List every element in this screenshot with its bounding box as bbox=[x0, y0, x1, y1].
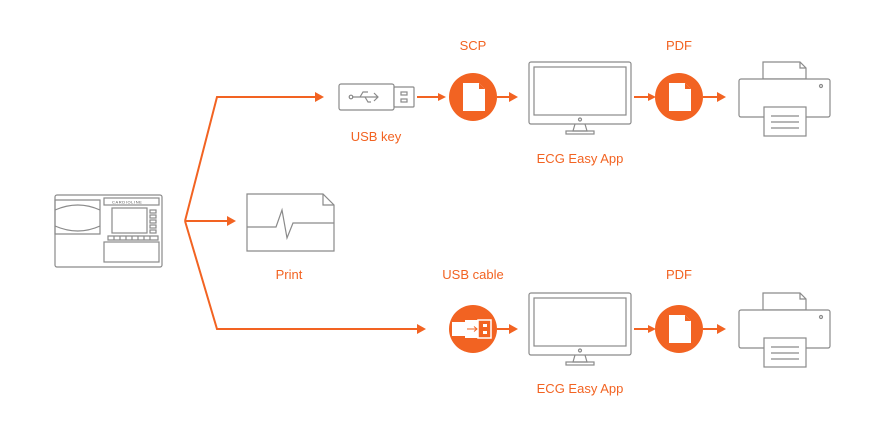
printer-icon bbox=[738, 61, 831, 137]
pdf-label-bottom: PDF bbox=[666, 267, 692, 282]
ecg-printout-icon bbox=[246, 193, 335, 252]
app-label-top: ECG Easy App bbox=[537, 151, 624, 166]
ecg-device-icon: CARDIOLINE bbox=[54, 194, 163, 268]
scp-label: SCP bbox=[460, 38, 487, 53]
app-label-bottom: ECG Easy App bbox=[537, 381, 624, 396]
pdf-label-top: PDF bbox=[666, 38, 692, 53]
monitor-icon bbox=[528, 61, 632, 135]
file-icon bbox=[449, 73, 497, 121]
file-icon bbox=[655, 305, 703, 353]
branch-arrows bbox=[184, 92, 426, 334]
usb-key-icon bbox=[338, 83, 415, 111]
usb-cable-label: USB cable bbox=[442, 267, 503, 282]
print-label: Print bbox=[276, 267, 303, 282]
usb-cable-icon bbox=[449, 305, 497, 353]
device-brand: CARDIOLINE bbox=[112, 200, 142, 205]
printer-icon bbox=[738, 292, 831, 368]
usb-key-label: USB key bbox=[351, 129, 402, 144]
file-icon bbox=[655, 73, 703, 121]
monitor-icon bbox=[528, 292, 632, 366]
